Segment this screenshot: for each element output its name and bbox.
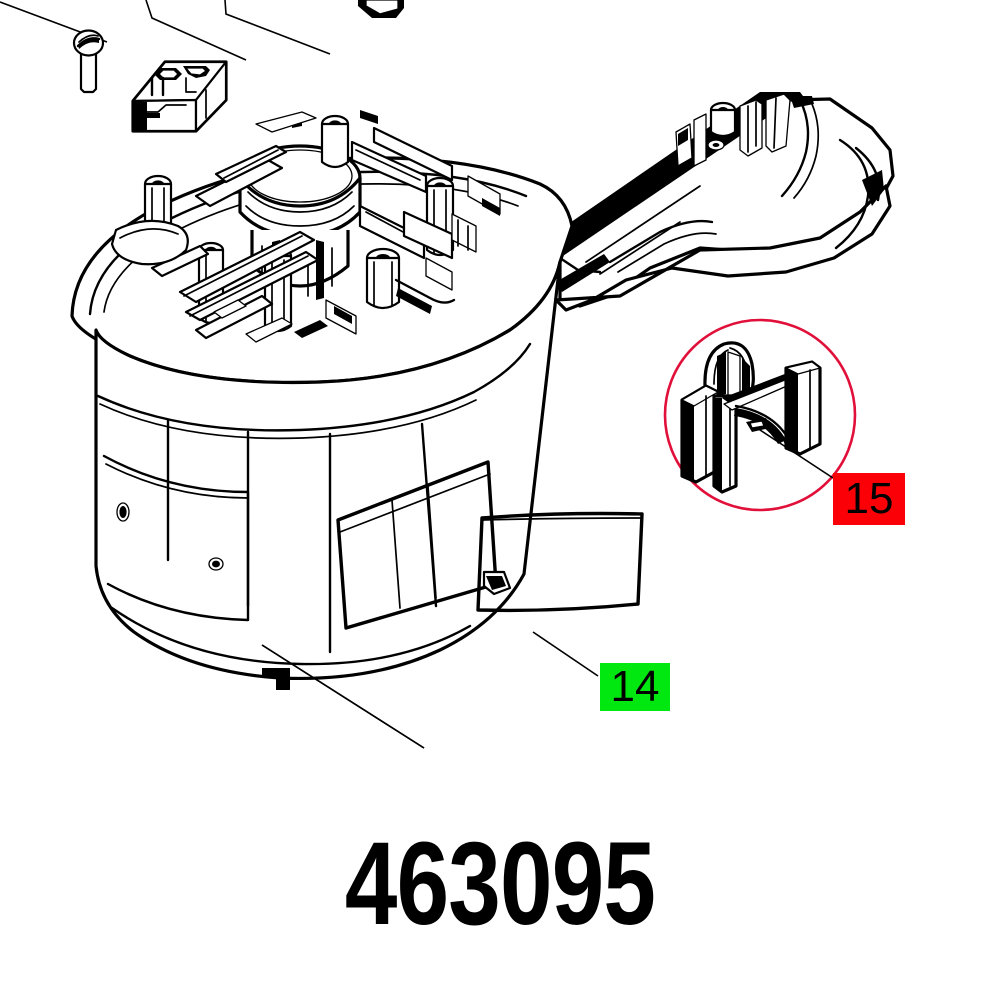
callout-badge-15[interactable]: 15: [833, 473, 905, 525]
callout-leaders: [261, 427, 834, 749]
motor-housing-barrel: [94, 260, 562, 690]
callout-badge-14[interactable]: 14: [600, 663, 670, 711]
callout-label-14: 14: [610, 662, 660, 711]
motor-housing-internals: [110, 110, 501, 343]
brush-holder-clip: [680, 341, 822, 494]
screw-boss-right-lower: [365, 247, 401, 310]
flat-label-pad: [476, 511, 644, 613]
detail-view-circle: [663, 318, 857, 512]
callout-label-15: 15: [844, 474, 894, 523]
pan-head-screw: [72, 29, 105, 94]
leader-lines-top: [0, 0, 331, 61]
switch-lock-block: [131, 60, 228, 133]
handle-arm: [545, 92, 895, 312]
top-cut-off-clip: [358, 0, 404, 18]
part-number-text: 463095: [344, 818, 656, 950]
screw-boss-rear-right: [320, 114, 350, 169]
